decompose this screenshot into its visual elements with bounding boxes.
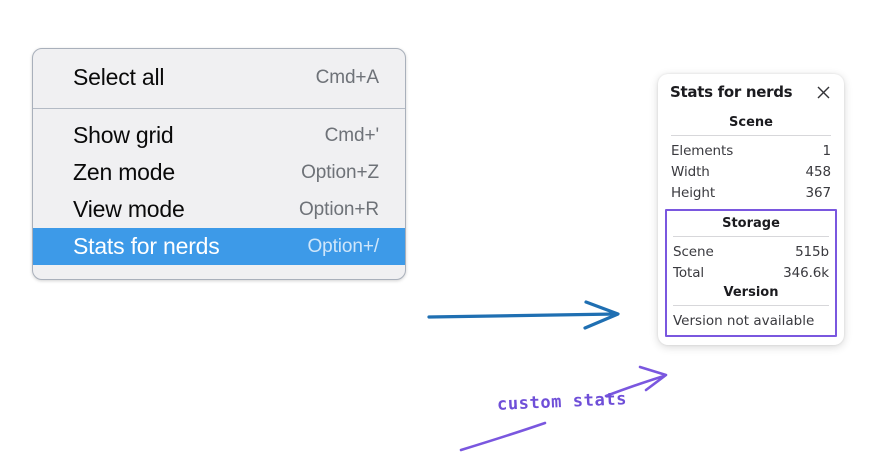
custom-stats-highlight-box: Storage Scene 515b Total 346.6k Version … <box>665 209 837 337</box>
section-rule <box>673 236 829 237</box>
stats-panel-title: Stats for nerds <box>670 83 793 101</box>
menu-item-label: Show grid <box>73 122 174 148</box>
stats-row-storage-total: Total 346.6k <box>672 262 830 283</box>
stats-row-value: 367 <box>805 184 832 201</box>
stats-panel-titlebar: Stats for nerds <box>670 83 832 101</box>
section-heading-scene: Scene <box>729 115 773 130</box>
section-rule <box>671 135 831 136</box>
menu-group-edit: Select all Cmd+A <box>33 49 405 108</box>
stats-row-key: Scene <box>673 243 714 260</box>
stats-row-key: Elements <box>671 142 734 159</box>
menu-item-shortcut: Option+Z <box>301 161 379 183</box>
stats-for-nerds-panel: Stats for nerds Scene Elements 1 Width 4… <box>658 74 844 345</box>
stats-row-value: 458 <box>805 163 832 180</box>
menu-item-label: Select all <box>73 64 165 90</box>
section-heading-storage: Storage <box>722 216 780 231</box>
menu-item-zen-mode[interactable]: Zen mode Option+Z <box>33 154 405 191</box>
section-rule <box>673 305 829 306</box>
stats-row-storage-scene: Scene 515b <box>672 241 830 262</box>
menu-item-shortcut: Cmd+A <box>315 66 379 88</box>
menu-item-show-grid[interactable]: Show grid Cmd+' <box>33 117 405 154</box>
stats-row-elements: Elements 1 <box>670 140 832 161</box>
context-menu[interactable]: Select all Cmd+A Show grid Cmd+' Zen mod… <box>32 48 406 280</box>
menu-item-view-mode[interactable]: View mode Option+R <box>33 191 405 228</box>
stats-row-key: Width <box>671 163 710 180</box>
section-heading-version: Version <box>723 285 779 300</box>
stats-row-key: Height <box>671 184 716 201</box>
custom-stats-caption: custom stats <box>496 389 628 415</box>
stats-row-width: Width 458 <box>670 161 832 182</box>
stats-row-key: Total <box>673 264 705 281</box>
menu-item-stats-for-nerds[interactable]: Stats for nerds Option+/ <box>33 228 405 265</box>
stats-section-storage: Storage Scene 515b Total 346.6k <box>672 214 830 283</box>
stats-row-value: 346.6k <box>783 264 829 281</box>
stats-row-value: 515b <box>795 243 829 260</box>
purple-underline-stroke <box>459 421 547 452</box>
close-icon[interactable] <box>814 83 832 101</box>
stats-section-version: Version Version not available <box>672 283 830 330</box>
menu-group-view: Show grid Cmd+' Zen mode Option+Z View m… <box>33 109 405 279</box>
stats-section-scene: Scene Elements 1 Width 458 Height 367 <box>670 113 832 203</box>
stats-row-height: Height 367 <box>670 182 832 203</box>
menu-item-shortcut: Option+/ <box>307 235 379 257</box>
menu-item-select-all[interactable]: Select all Cmd+A <box>33 59 405 96</box>
blue-arrow <box>427 300 620 330</box>
menu-divider <box>33 108 405 109</box>
stats-version-note: Version not available <box>673 313 815 329</box>
menu-item-shortcut: Option+R <box>299 198 379 220</box>
menu-item-label: View mode <box>73 196 185 222</box>
menu-item-label: Stats for nerds <box>73 233 220 259</box>
menu-item-label: Zen mode <box>73 159 175 185</box>
menu-item-shortcut: Cmd+' <box>324 124 379 146</box>
stats-row-value: 1 <box>822 142 832 159</box>
